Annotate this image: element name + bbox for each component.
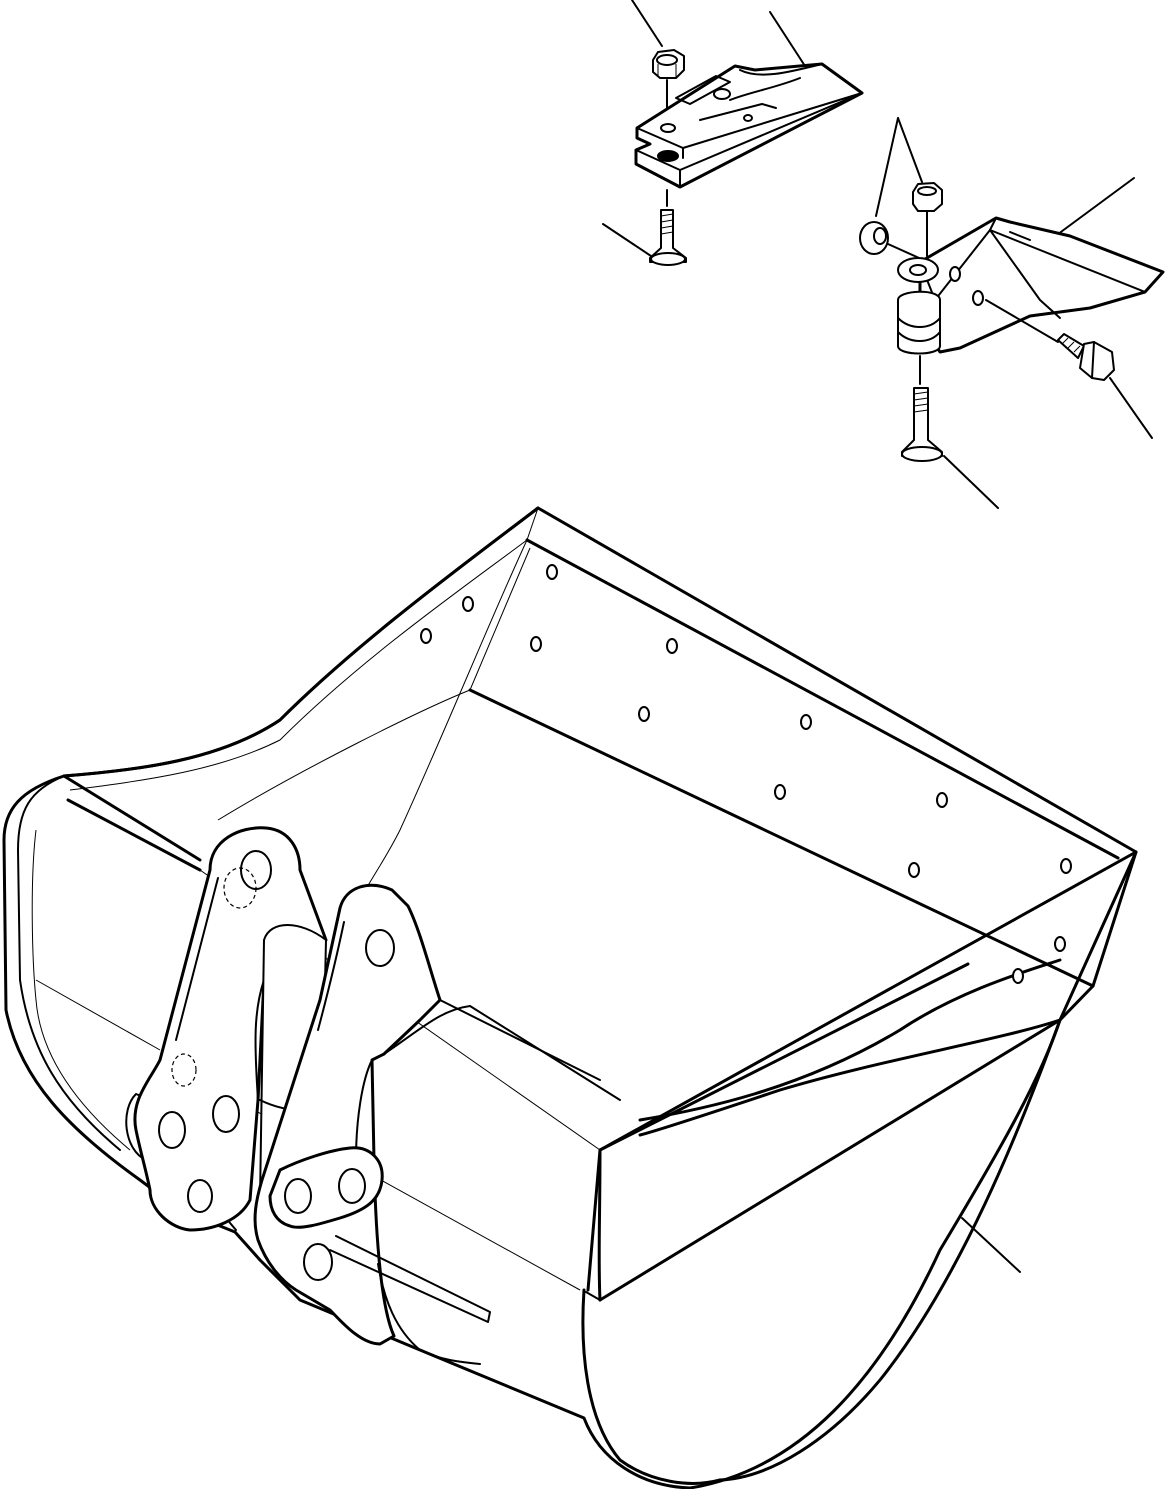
leader-line-cutter <box>1049 177 1135 241</box>
tooth-adapter-assembly <box>602 0 864 266</box>
tooth-adapter <box>634 62 864 189</box>
lock-nut-2 <box>912 182 943 212</box>
leader-line-nut-2 <box>897 117 923 183</box>
lock-nut-1 <box>652 49 685 79</box>
hex-bolt <box>985 299 1115 381</box>
washer <box>859 221 889 255</box>
leader-line-nut <box>631 0 663 47</box>
leader-line-bucket <box>961 1217 1021 1273</box>
leader-line-bolt-1 <box>602 223 661 263</box>
leader-line-bolt-2 <box>943 455 999 509</box>
wear-plate-bolt-holes <box>420 564 1072 984</box>
side-cutter-assembly <box>859 117 1165 509</box>
mounting-bracket-right <box>253 883 621 1365</box>
leader-line-tooth <box>769 11 806 67</box>
countersunk-bolt-1 <box>649 189 687 266</box>
bucket-body <box>2 506 1138 1489</box>
leader-line-hex-bolt <box>1109 377 1153 439</box>
countersunk-bolt-2 <box>901 355 943 462</box>
bucket-outline <box>2 506 1138 1489</box>
leader-line-washer <box>875 117 899 217</box>
side-cutter <box>897 216 1165 355</box>
